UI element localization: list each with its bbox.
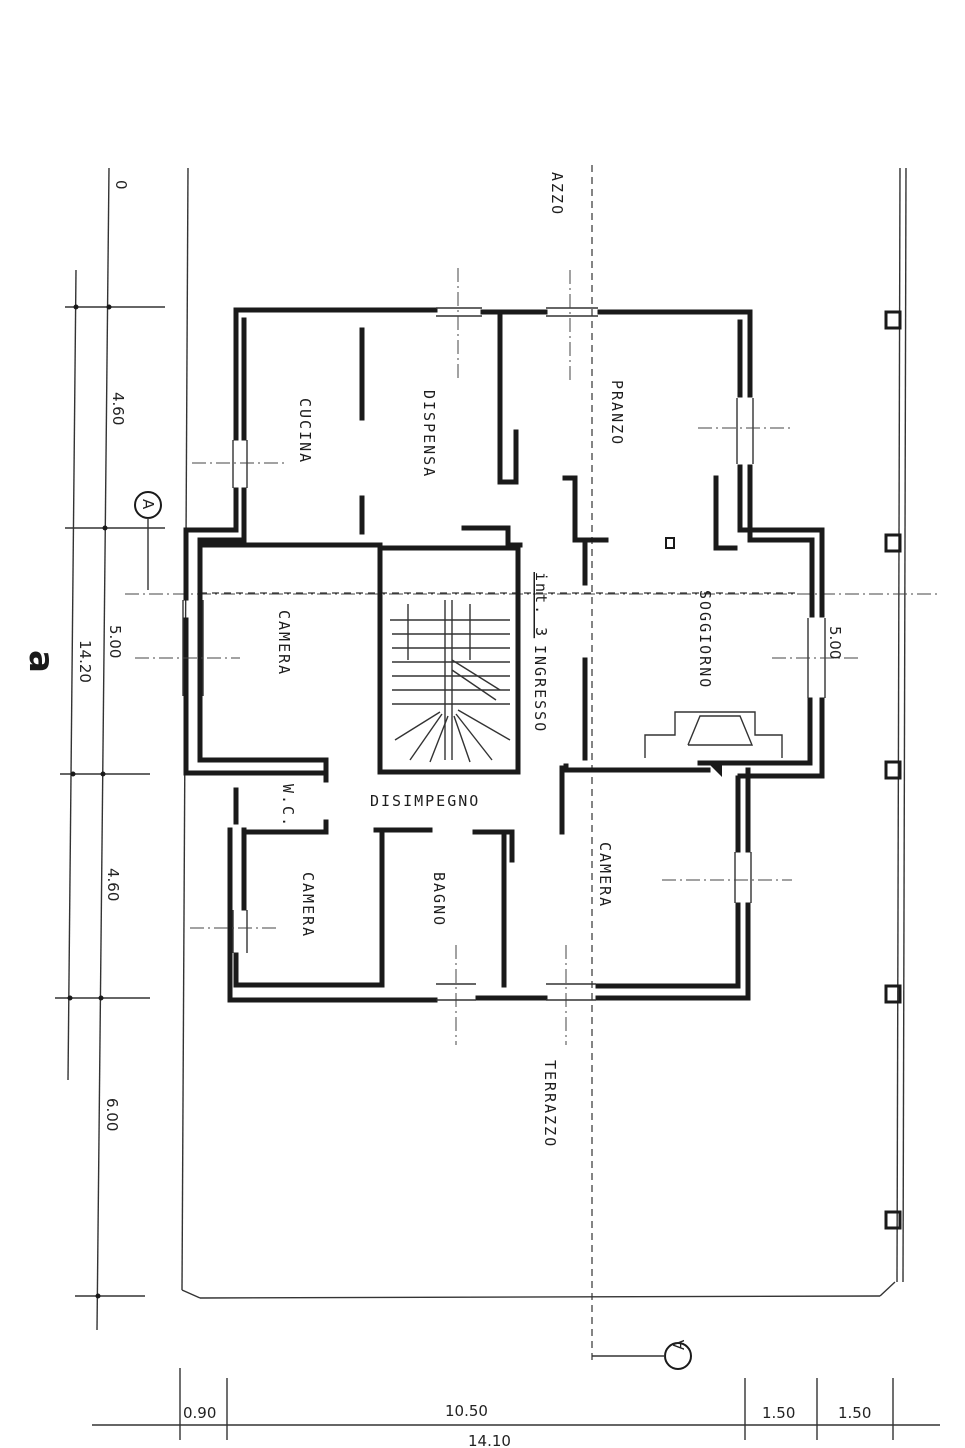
label-pranzo: PRANZO bbox=[608, 380, 626, 446]
label-terrazzo-top: AZZO bbox=[548, 172, 566, 216]
label-dispensa: DISPENSA bbox=[420, 390, 438, 478]
label-ingresso: INGRESSO bbox=[531, 645, 549, 733]
dim-bottom-4: 1.50 bbox=[838, 1404, 871, 1422]
room-labels: CUCINA DISPENSA PRANZO SOGGIORNO CAMERA … bbox=[275, 172, 714, 1148]
label-cucina: CUCINA bbox=[296, 398, 314, 464]
label-camera-left: CAMERA bbox=[275, 610, 293, 676]
fireplace bbox=[644, 537, 783, 777]
bottom-dimension-chain bbox=[92, 1368, 940, 1440]
dim-left-1: 4.60 bbox=[109, 392, 127, 425]
label-terrazzo: TERRAZZO bbox=[541, 1060, 559, 1148]
label-int: int. 3 bbox=[532, 572, 550, 638]
dimension-labels: 0 4.60 5.00 14.20 4.60 6.00 5.00 0.90 10… bbox=[76, 180, 871, 1448]
interior-walls bbox=[245, 312, 738, 988]
staircase bbox=[390, 600, 511, 763]
dim-bottom-2: 10.50 bbox=[445, 1402, 488, 1420]
dim-left-total: 14.20 bbox=[76, 640, 94, 683]
section-marker-a bbox=[134, 491, 162, 590]
dim-bottom-1: 0.90 bbox=[183, 1404, 216, 1422]
section-marker-b bbox=[592, 1342, 692, 1370]
label-disimpegno: DISIMPEGNO bbox=[370, 792, 480, 810]
pillars bbox=[884, 310, 902, 1230]
dim-left-4: 6.00 bbox=[103, 1098, 121, 1131]
label-camera-bottom-left: CAMERA bbox=[299, 872, 317, 938]
section-letter-a: A bbox=[139, 499, 157, 510]
dim-bottom-total: 14.10 bbox=[468, 1432, 511, 1448]
exterior-walls bbox=[183, 307, 825, 1003]
sheet-letter: a bbox=[21, 650, 61, 673]
left-dimension-chain bbox=[55, 167, 165, 1331]
axis-lines bbox=[125, 165, 940, 1365]
dim-left-2: 5.00 bbox=[106, 625, 124, 658]
label-bagno: BAGNO bbox=[430, 872, 448, 927]
dim-right: 5.00 bbox=[826, 626, 844, 659]
dim-bottom-3: 1.50 bbox=[762, 1404, 795, 1422]
dim-left-3: 4.60 bbox=[104, 868, 122, 901]
section-letter-b: A bbox=[670, 1339, 688, 1350]
windows bbox=[135, 268, 860, 1045]
label-wc: W.C. bbox=[279, 784, 297, 828]
label-soggiorno: SOGGIORNO bbox=[696, 590, 714, 689]
dim-top-stub: 0 bbox=[112, 180, 130, 190]
label-camera-bottom-right: CAMERA bbox=[596, 842, 614, 908]
